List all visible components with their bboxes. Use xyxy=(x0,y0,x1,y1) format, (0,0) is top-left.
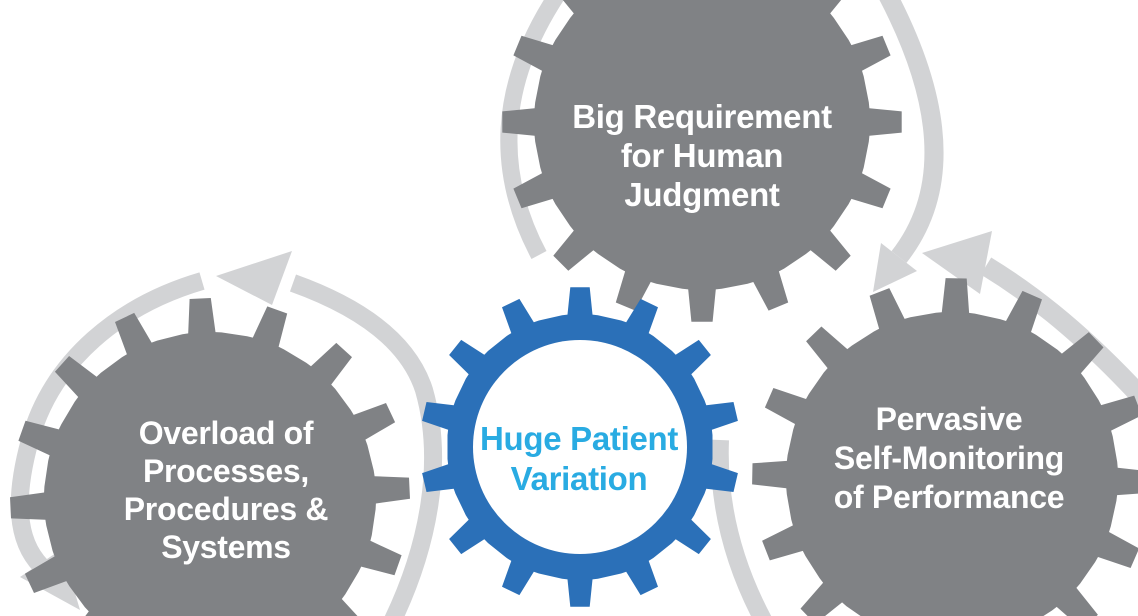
arrow-head-left-icon xyxy=(922,231,992,294)
label-line: for Human xyxy=(620,137,784,174)
cycle-arrow-right-gear-top-arc xyxy=(980,257,1138,407)
cycle-arrow-right-gear-lower-arc xyxy=(710,439,772,616)
label-line: Overload of xyxy=(138,415,314,451)
gear-label-top: Big Requirement for Human Judgment xyxy=(572,97,832,214)
gear-top xyxy=(502,0,902,322)
label-line: Huge Patient xyxy=(479,420,679,457)
gear-label-left: Overload of Processes, Procedures & Syst… xyxy=(123,414,329,566)
label-line: Procedures & xyxy=(123,491,329,527)
label-line: Big Requirement xyxy=(572,98,832,135)
label-line: Variation xyxy=(510,460,648,497)
label-line: Systems xyxy=(161,529,291,565)
gear-center-hub xyxy=(473,340,687,554)
gear-label-right: Pervasive Self-Monitoring of Performance xyxy=(834,400,1065,517)
gear-center xyxy=(422,287,738,607)
cycle-arrow-top-gear-right-arc xyxy=(879,0,944,263)
gear-right xyxy=(752,278,1138,616)
cycle-arrow-left-gear-top-arc xyxy=(289,274,443,616)
gear-left xyxy=(10,298,410,616)
label-line: of Performance xyxy=(833,479,1065,515)
label-line: Processes, xyxy=(142,453,310,489)
label-line: Judgment xyxy=(624,176,780,213)
arrow-head-down-left-icon xyxy=(873,243,917,292)
label-line: Self-Monitoring xyxy=(833,440,1065,476)
label-line: Pervasive xyxy=(875,401,1023,437)
gear-label-center: Huge Patient Variation xyxy=(480,419,678,499)
arrow-head-left-icon xyxy=(216,251,292,305)
